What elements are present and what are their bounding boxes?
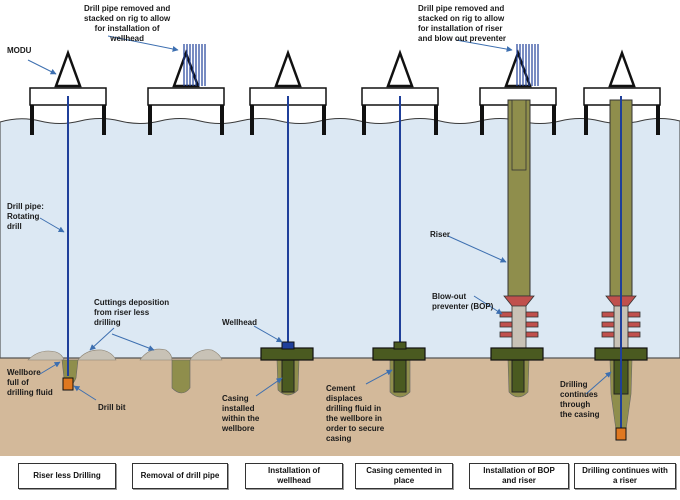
drill-bit-6 <box>615 427 627 441</box>
label-bop: Blow-out preventer (BOP) <box>432 292 494 311</box>
label-wellhead: Wellhead <box>222 318 257 327</box>
stacked-pipe-2 <box>516 44 539 86</box>
drill-bit-1 <box>62 377 74 391</box>
wellhead-top-4 <box>393 341 407 350</box>
wellbore-2 <box>171 359 191 394</box>
stacked-pipe-1 <box>183 44 206 86</box>
casing-4 <box>393 357 407 393</box>
label-casing: Casing installed within the wellbore <box>222 394 260 433</box>
label-drill-pipe-removed-1: Drill pipe removed and stacked on rig to… <box>84 4 171 43</box>
label-drill-bit: Drill bit <box>98 403 126 412</box>
riser-inner-5 <box>511 99 527 171</box>
wellhead-plate-4 <box>372 347 426 361</box>
label-riser: Riser <box>430 230 451 239</box>
wellhead-plate-3 <box>260 347 314 361</box>
caption-riser-less-drilling: Riser less Drilling <box>18 463 116 489</box>
casing-5 <box>511 357 525 393</box>
wellhead-plate-5 <box>490 347 544 361</box>
label-wellbore: Wellbore full of drilling fluid <box>7 368 53 397</box>
seabed <box>0 358 680 456</box>
caption-removal-of-drill-pipe: Removal of drill pipe <box>132 463 228 489</box>
label-modu: MODU <box>7 46 32 55</box>
wellhead-top-3 <box>281 341 295 350</box>
label-drill-pipe-removed-2: Drill pipe removed and stacked on rig to… <box>418 4 507 43</box>
bop-5 <box>499 295 539 338</box>
label-cuttings: Cuttings deposition from riser less dril… <box>94 298 170 327</box>
casing-3 <box>281 357 295 393</box>
label-drilling-continues: Drilling continues through the casing <box>560 380 600 419</box>
rig-5 <box>479 49 557 135</box>
label-drill-pipe: Drill pipe: Rotating drill <box>7 202 44 231</box>
callout-arrows <box>27 35 612 401</box>
rig-2 <box>147 49 225 135</box>
cuttings-mound-1 <box>27 349 117 361</box>
label-cement: Cement displaces drilling fluid in the w… <box>326 384 385 443</box>
cuttings-mound-2 <box>139 348 223 361</box>
